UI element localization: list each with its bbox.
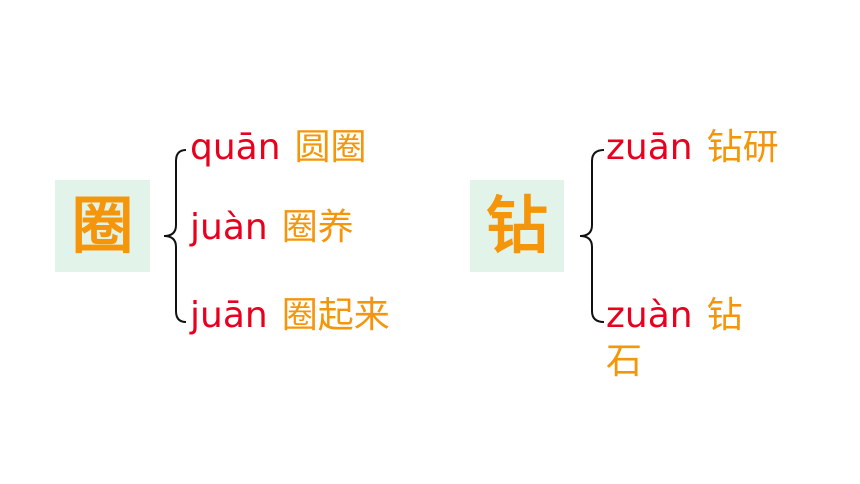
pinyin: zuàn bbox=[606, 295, 693, 336]
brace-icon bbox=[579, 149, 605, 323]
reading-row: juàn 圈养 bbox=[190, 208, 354, 248]
pinyin: quān bbox=[190, 127, 281, 168]
word: 圈起来 bbox=[281, 295, 390, 336]
character-box-quan: 圈 bbox=[55, 180, 150, 272]
reading-row: quān 圆圈 bbox=[190, 128, 367, 168]
pinyin: juàn bbox=[190, 207, 268, 248]
character-quan: 圈 bbox=[71, 189, 134, 262]
pinyin: juān bbox=[190, 295, 268, 336]
word: 钻研 bbox=[706, 127, 779, 168]
word-continued: 石 bbox=[606, 341, 643, 382]
character-box-zuan: 钻 bbox=[470, 180, 564, 272]
brace-icon bbox=[163, 149, 187, 323]
word: 圈养 bbox=[281, 207, 354, 248]
reading-row: juān 圈起来 bbox=[190, 296, 390, 336]
word: 圆圈 bbox=[294, 127, 367, 168]
reading-row: zuān 钻研 bbox=[606, 128, 779, 168]
pinyin: zuān bbox=[606, 127, 693, 168]
character-zuan: 钻 bbox=[485, 189, 548, 262]
word: 钻 bbox=[706, 295, 743, 336]
reading-row: zuàn 钻 bbox=[606, 296, 743, 336]
